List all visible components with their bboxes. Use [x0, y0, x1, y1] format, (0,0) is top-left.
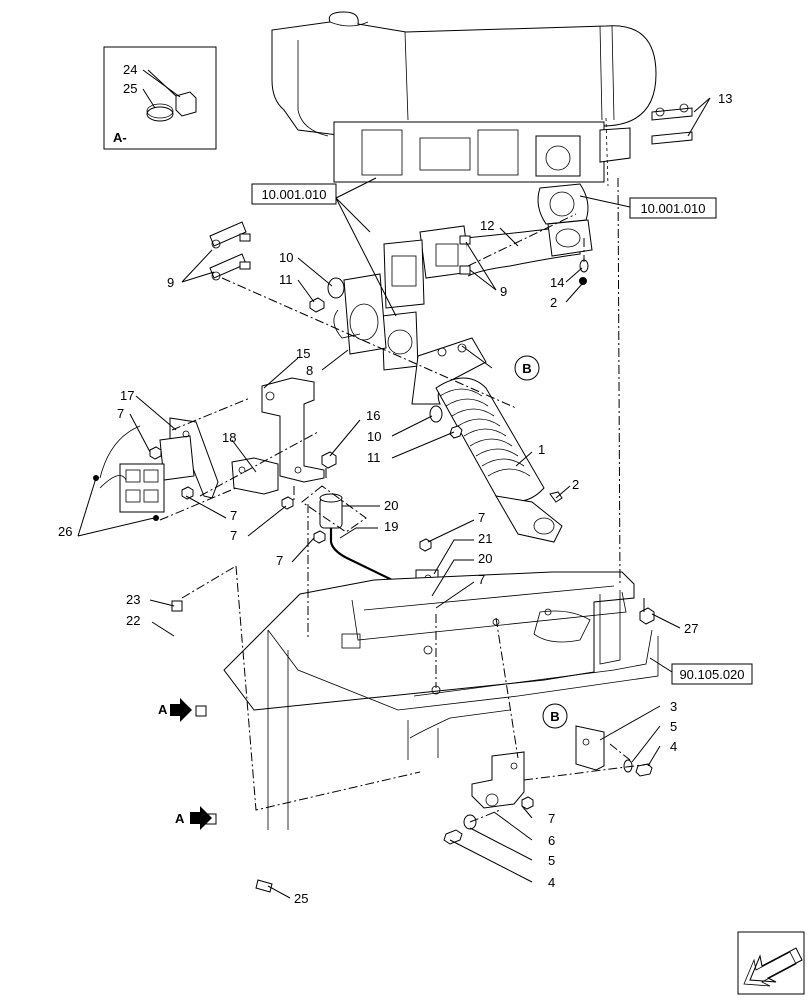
ref-box-10-001-010-a[interactable]: 10.001.010 — [251, 183, 337, 205]
callout-5-lower: 5 — [548, 853, 555, 868]
callout-7-b: 7 — [230, 508, 237, 523]
marker-b-1-label: B — [522, 361, 531, 376]
callout-8: 8 — [306, 363, 313, 378]
ref-box-90-105-020[interactable]: 90.105.020 — [671, 663, 753, 685]
bracket-15 — [261, 377, 325, 483]
callout-11-upper: 11 — [279, 272, 293, 287]
gasket-set — [333, 239, 425, 371]
leader-lines — [77, 69, 711, 899]
bracket-17 — [159, 417, 219, 499]
callout-6: 6 — [548, 833, 555, 848]
hose-22 — [170, 600, 273, 996]
callout-4-lower: 4 — [548, 875, 555, 890]
washer-bolt-4-5-lower — [443, 814, 477, 845]
engine-frame — [223, 571, 659, 830]
callout-14: 14 — [550, 275, 564, 290]
assembly-lines — [159, 117, 651, 823]
view-a-label-1: A — [158, 702, 168, 717]
gasket-dpf-outlet — [537, 183, 589, 225]
callout-7-c: 7 — [478, 510, 485, 525]
callout-20-upper: 20 — [384, 498, 398, 513]
bolt-set-9-left — [209, 221, 251, 281]
callout-22: 22 — [126, 613, 140, 628]
callout-11-lower: 11 — [367, 450, 381, 465]
callout-13: 13 — [718, 91, 732, 106]
bolt-27 — [639, 598, 655, 625]
callout-27: 27 — [684, 621, 698, 636]
washer-nut-2-14 — [579, 259, 589, 285]
callout-9-left: 9 — [167, 275, 174, 290]
bracket-3 — [575, 725, 605, 771]
callout-9-right: 9 — [500, 284, 507, 299]
callout-18: 18 — [222, 430, 236, 445]
callout-21: 21 — [478, 531, 492, 546]
callout-7-a: 7 — [117, 406, 124, 421]
detail-a-label: A- — [113, 130, 127, 145]
callout-10-lower: 10 — [367, 429, 381, 444]
bolt-16 — [321, 451, 337, 478]
washer-bolt-4-5-right — [623, 759, 653, 777]
callout-25-hose: 25 — [294, 891, 308, 906]
callout-7-d: 7 — [230, 528, 237, 543]
callout-2-upper: 2 — [550, 295, 557, 310]
callout-10-upper: 10 — [279, 250, 293, 265]
flex-pipe-1 — [411, 337, 563, 543]
bolts-7-left — [149, 446, 194, 500]
callout-1: 1 — [538, 442, 545, 457]
marker-b-1: B — [514, 355, 540, 381]
sensor-connectors — [93, 425, 165, 521]
ref-label-a: 10.001.010 — [261, 187, 326, 202]
nut-washer-10-11-upper — [309, 277, 345, 313]
callout-16: 16 — [366, 408, 380, 423]
dpf-muffler-assembly — [271, 11, 657, 183]
callout-12: 12 — [480, 218, 494, 233]
view-arrow-a-2 — [190, 806, 212, 830]
ref-label-b: 10.001.010 — [640, 201, 705, 216]
callout-numbers: 24 25 13 12 9 10 11 9 14 2 15 8 17 7 16 … — [58, 62, 732, 906]
bracket-18 — [231, 457, 294, 510]
callout-17: 17 — [120, 388, 134, 403]
clamp-13 — [651, 103, 693, 145]
view-arrow-a-1 — [170, 698, 192, 722]
callout-15: 15 — [296, 346, 310, 361]
ref-box-10-001-010-b[interactable]: 10.001.010 — [629, 197, 717, 219]
callout-2-lower: 2 — [572, 477, 579, 492]
callout-23: 23 — [126, 592, 140, 607]
bracket-6 — [471, 751, 534, 810]
callout-7-e: 7 — [276, 553, 283, 568]
detail-a-inset — [103, 46, 217, 150]
callout-20-lower: 20 — [478, 551, 492, 566]
pipe-12 — [419, 219, 593, 279]
callout-24: 24 — [123, 62, 137, 77]
callout-26: 26 — [58, 524, 72, 539]
callout-25-detail: 25 — [123, 81, 137, 96]
marker-b-2-label: B — [550, 709, 559, 724]
ref-label-c: 90.105.020 — [679, 667, 744, 682]
callout-4-right: 4 — [670, 739, 677, 754]
callout-7-f: 7 — [478, 572, 485, 587]
callout-5-right: 5 — [670, 719, 677, 734]
callout-7-g: 7 — [548, 811, 555, 826]
callout-19: 19 — [384, 519, 398, 534]
next-page-arrow-icon[interactable] — [737, 931, 805, 995]
callout-3: 3 — [670, 699, 677, 714]
view-a-label-2: A — [175, 811, 185, 826]
marker-b-2: B — [542, 703, 568, 729]
